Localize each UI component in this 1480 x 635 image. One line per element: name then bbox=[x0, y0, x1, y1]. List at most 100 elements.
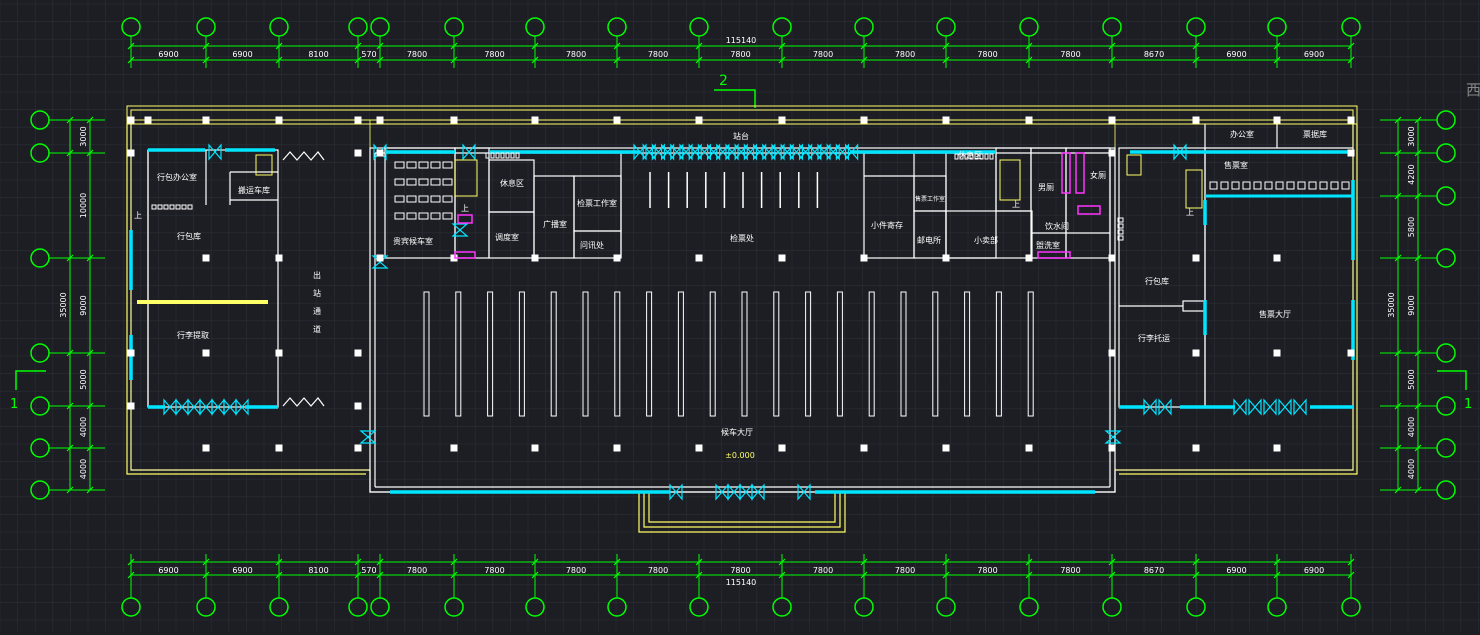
bench bbox=[995, 291, 1002, 417]
top-span-label: 6900 bbox=[158, 50, 178, 59]
waiting-benches bbox=[151, 152, 1350, 417]
section-1-label-right: 1 bbox=[1464, 397, 1472, 412]
vip-seat bbox=[406, 212, 417, 220]
rest-seat bbox=[505, 152, 510, 159]
office-chair bbox=[151, 204, 157, 210]
section-2-label: 2 bbox=[719, 73, 728, 89]
label-waiting-hall: 候车大厅 bbox=[721, 427, 753, 437]
door-symbol bbox=[780, 143, 794, 161]
top-axis-bubble bbox=[607, 17, 627, 37]
bottom-axis-bubble bbox=[525, 597, 545, 617]
label-broadcast: 广播室 bbox=[543, 219, 567, 229]
door-symbol bbox=[670, 143, 684, 161]
axis-grid-bubbles bbox=[30, 17, 1456, 617]
column bbox=[942, 444, 950, 452]
column bbox=[202, 349, 210, 357]
vip-seat bbox=[418, 161, 429, 169]
column bbox=[1108, 254, 1116, 262]
door-symbol bbox=[697, 143, 711, 161]
shelf bbox=[1117, 223, 1124, 229]
bottom-axis-bubble bbox=[1019, 597, 1039, 617]
column bbox=[531, 116, 539, 124]
column bbox=[144, 116, 152, 124]
door-symbol bbox=[1233, 398, 1247, 416]
bottom-span-label: 6900 bbox=[158, 566, 178, 575]
ticket-window bbox=[1242, 181, 1251, 190]
column bbox=[695, 254, 703, 262]
label-inquiry: 问讯处 bbox=[580, 240, 604, 250]
rest-seat bbox=[984, 153, 989, 160]
vip-seat bbox=[442, 195, 453, 203]
office-chair bbox=[169, 204, 175, 210]
section-marker-1-left: 1 bbox=[10, 370, 46, 412]
bench bbox=[773, 291, 780, 417]
right-axis-bubble bbox=[1436, 143, 1456, 163]
column bbox=[354, 444, 362, 452]
column bbox=[860, 444, 868, 452]
ticket-window bbox=[1220, 181, 1229, 190]
top-span-label: 8100 bbox=[308, 50, 328, 59]
rest-seat bbox=[969, 153, 974, 160]
top-span-label: 7800 bbox=[484, 50, 504, 59]
bottom-axis-bubble bbox=[1267, 597, 1287, 617]
column bbox=[778, 116, 786, 124]
column bbox=[613, 254, 621, 262]
label-parcel-store-right: 行包库 bbox=[1145, 276, 1169, 286]
shelf bbox=[1117, 229, 1124, 235]
column bbox=[613, 444, 621, 452]
left-span-label: 10000 bbox=[79, 193, 88, 218]
ticket-window bbox=[1341, 181, 1350, 190]
building-walls bbox=[126, 105, 1358, 533]
bottom-span-label: 7800 bbox=[648, 566, 668, 575]
office-chair bbox=[157, 204, 163, 210]
vip-seat bbox=[430, 195, 441, 203]
top-axis-bubble bbox=[196, 17, 216, 37]
bench bbox=[582, 291, 589, 417]
rest-seat bbox=[515, 152, 520, 159]
door-symbol bbox=[826, 143, 840, 161]
column bbox=[1108, 444, 1116, 452]
door-symbols bbox=[163, 143, 1307, 501]
label-men-wc: 男厕 bbox=[1038, 183, 1054, 192]
right-axis-bubble bbox=[1436, 248, 1456, 268]
vip-seat bbox=[394, 195, 405, 203]
label-rest-area-right: 休息区 bbox=[958, 150, 982, 160]
vip-seat bbox=[394, 212, 405, 220]
ticket-gates bbox=[649, 172, 819, 208]
column bbox=[1192, 349, 1200, 357]
right-axis-bubble bbox=[1436, 186, 1456, 206]
bench bbox=[836, 291, 843, 417]
left-span-label: 3000 bbox=[79, 126, 88, 146]
top-axis-bubble bbox=[121, 17, 141, 37]
vip-seat bbox=[418, 195, 429, 203]
door-symbol bbox=[1263, 398, 1277, 416]
rest-seat bbox=[974, 153, 979, 160]
bench bbox=[646, 291, 653, 417]
label-wash-room: 盥洗室 bbox=[1036, 240, 1060, 250]
left-axis-bubble bbox=[30, 248, 50, 268]
rest-seat bbox=[979, 153, 984, 160]
left-span-label: 5000 bbox=[79, 369, 88, 389]
label-ticket-hall: 售票大厅 bbox=[1259, 309, 1291, 319]
label-small-shop: 小卖部 bbox=[974, 235, 998, 245]
vip-seat bbox=[406, 178, 417, 186]
door-symbol bbox=[1278, 398, 1292, 416]
vip-seat bbox=[406, 195, 417, 203]
label-baggage-claim: 行李提取 bbox=[177, 330, 209, 340]
column bbox=[778, 254, 786, 262]
vip-seat bbox=[442, 178, 453, 186]
right-total-label: 35000 bbox=[1387, 292, 1396, 317]
bottom-span-label: 6900 bbox=[1226, 566, 1246, 575]
bench bbox=[423, 291, 430, 417]
right-span-label: 4200 bbox=[1407, 164, 1416, 184]
bench bbox=[550, 291, 557, 417]
column bbox=[942, 116, 950, 124]
sanitary-fixtures bbox=[454, 152, 1101, 259]
label-women-wc: 女厕 bbox=[1090, 170, 1106, 180]
section-marker-2: 2 bbox=[714, 73, 756, 108]
door-symbol bbox=[835, 143, 849, 161]
right-axis-bubble bbox=[1436, 110, 1456, 130]
top-span-label: 570 bbox=[361, 50, 376, 59]
right-axis-bubble bbox=[1436, 396, 1456, 416]
